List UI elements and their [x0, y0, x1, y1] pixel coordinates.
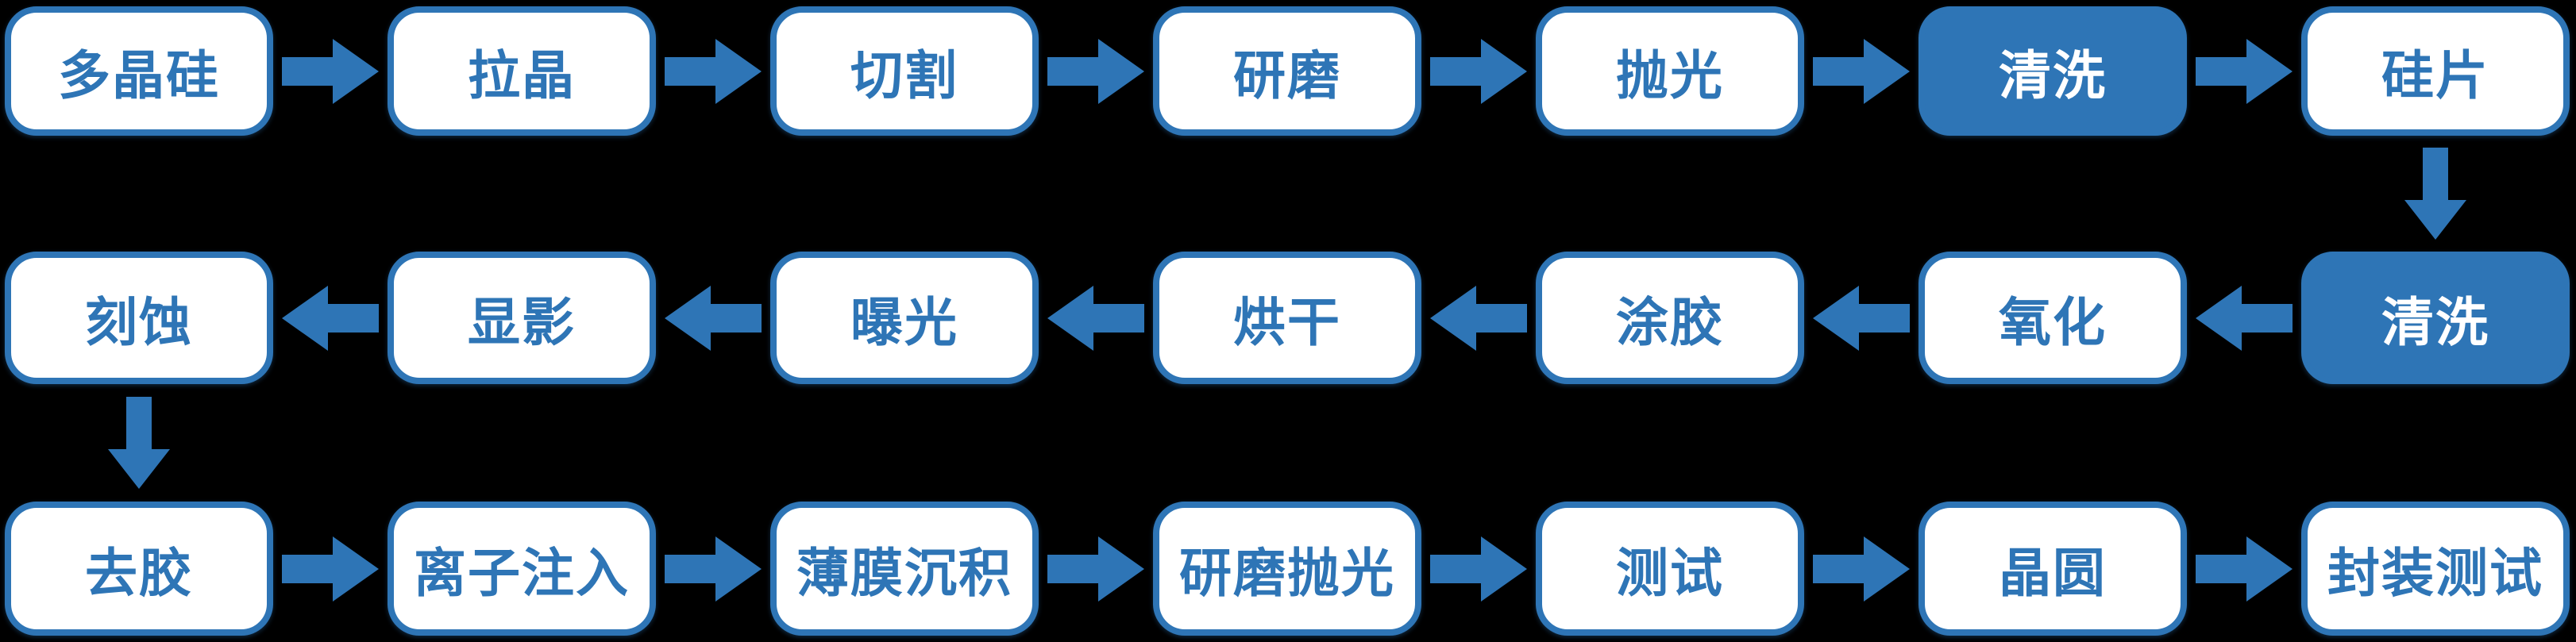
arrow-left-icon [1804, 252, 1919, 384]
step-label: 薄膜沉积 [796, 543, 1012, 602]
arrow-right-icon [656, 502, 770, 636]
arrow-left-icon [1039, 252, 1153, 384]
step-label: 研磨抛光 [1179, 543, 1395, 602]
arrow-right-icon [1039, 502, 1153, 636]
step-grinding-polishing: 研磨抛光 [1153, 502, 1421, 636]
step-cleaning-1: 清洗 [1919, 6, 2187, 136]
step-polishing: 抛光 [1536, 6, 1804, 136]
step-crystal-pulling: 拉晶 [388, 6, 656, 136]
arrow-right-icon [2187, 6, 2301, 136]
arrow-left-icon [2187, 252, 2301, 384]
step-label: 测试 [1616, 543, 1724, 602]
step-label: 刻蚀 [85, 292, 193, 352]
step-thin-film-deposition: 薄膜沉积 [770, 502, 1039, 636]
step-label: 多晶硅 [58, 45, 220, 105]
step-label: 离子注入 [414, 543, 630, 602]
arrow-right-icon [1421, 502, 1536, 636]
arrow-down-icon [2301, 136, 2570, 252]
step-testing: 测试 [1536, 502, 1804, 636]
step-polysilicon: 多晶硅 [5, 6, 273, 136]
step-label: 曝光 [850, 292, 958, 352]
arrow-left-icon [273, 252, 388, 384]
step-oxidation: 氧化 [1919, 252, 2187, 384]
arrow-right-icon [1804, 502, 1919, 636]
step-label: 硅片 [2381, 45, 2489, 105]
step-label: 晶圆 [1999, 543, 2107, 602]
arrow-right-icon [1039, 6, 1153, 136]
step-label: 去胶 [85, 543, 193, 602]
step-cleaning-2: 清洗 [2301, 252, 2570, 384]
arrow-right-icon [1421, 6, 1536, 136]
step-label: 研磨 [1233, 45, 1341, 105]
arrow-down-icon [5, 384, 273, 502]
step-resist-stripping: 去胶 [5, 502, 273, 636]
step-label: 清洗 [1999, 45, 2107, 105]
step-label: 显影 [468, 292, 576, 352]
step-packaging-testing: 封装测试 [2301, 502, 2570, 636]
step-label: 切割 [850, 45, 958, 105]
step-label: 涂胶 [1616, 292, 1724, 352]
step-label: 清洗 [2381, 292, 2489, 352]
step-exposure: 曝光 [770, 252, 1039, 384]
step-label: 烘干 [1233, 292, 1341, 352]
step-label: 拉晶 [468, 45, 576, 105]
step-baking: 烘干 [1153, 252, 1421, 384]
arrow-right-icon [273, 502, 388, 636]
arrow-left-icon [1421, 252, 1536, 384]
step-coating: 涂胶 [1536, 252, 1804, 384]
step-wafer: 硅片 [2301, 6, 2570, 136]
step-label: 氧化 [1999, 292, 2107, 352]
step-wafer-finished: 晶圆 [1919, 502, 2187, 636]
step-label: 封装测试 [2327, 543, 2543, 602]
step-cutting: 切割 [770, 6, 1039, 136]
step-ion-implantation: 离子注入 [388, 502, 656, 636]
arrow-right-icon [1804, 6, 1919, 136]
step-grinding: 研磨 [1153, 6, 1421, 136]
arrow-right-icon [273, 6, 388, 136]
arrow-right-icon [656, 6, 770, 136]
step-label: 抛光 [1616, 45, 1724, 105]
step-developing: 显影 [388, 252, 656, 384]
arrow-right-icon [2187, 502, 2301, 636]
step-etching: 刻蚀 [5, 252, 273, 384]
arrow-left-icon [656, 252, 770, 384]
